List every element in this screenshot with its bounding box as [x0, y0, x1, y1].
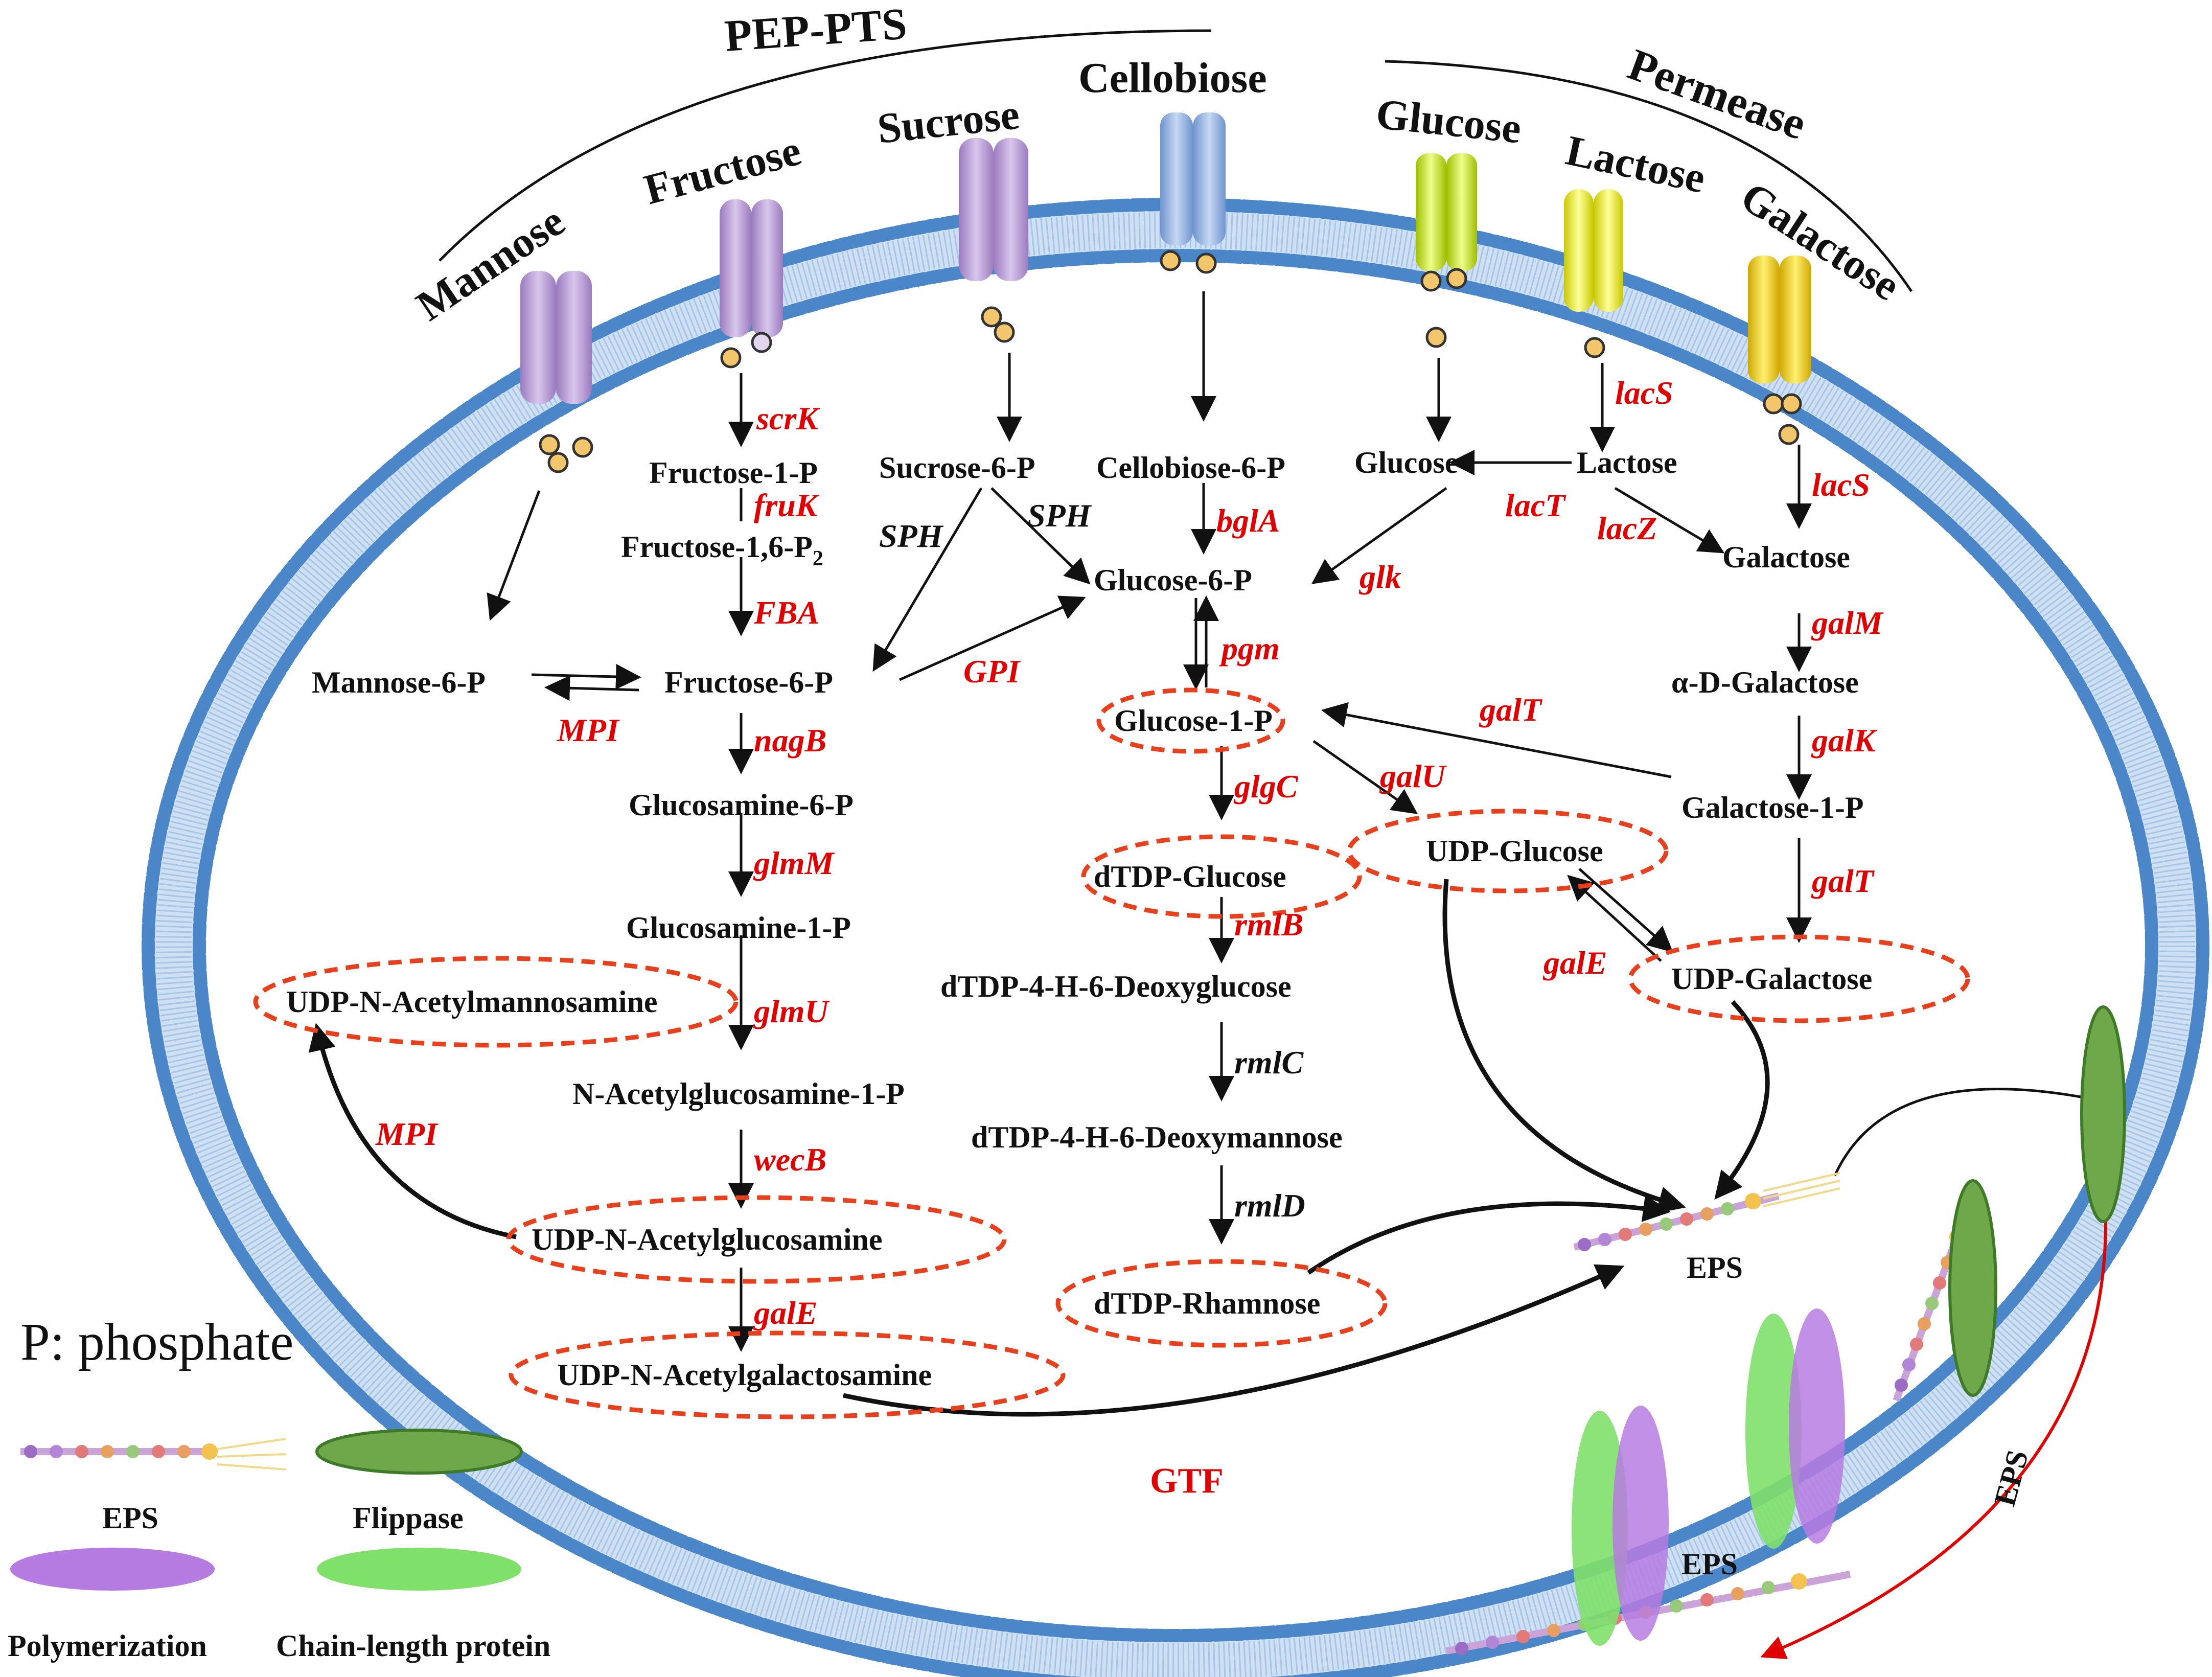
met-glucose: Glucose [1354, 446, 1458, 479]
enzyme-GPI: GPI [963, 653, 1021, 690]
permease-bracket [1385, 60, 1913, 292]
cellobiose-transporter [1160, 112, 1226, 245]
enzyme-galT-right: galT [1811, 863, 1875, 899]
enzyme-galK: galK [1811, 722, 1878, 759]
met-cellobiose-6-p: Cellobiose-6-P [1096, 451, 1285, 485]
sugar-cellobiose: Cellobiose [1078, 54, 1267, 102]
legend-polymerization: Polymerization [8, 1629, 207, 1663]
met-mannose-6-p: Mannose-6-P [312, 665, 486, 699]
enzyme-galU: galU [1379, 758, 1447, 794]
enzyme-galM: galM [1811, 605, 1884, 641]
met-dtdp-4h6-deoxyglucose: dTDP-4-H-6-Deoxyglucose [940, 970, 1292, 1003]
enzyme-lacS-top: lacS [1615, 375, 1673, 411]
met-dtdp-rhamnose: dTDP-Rhamnose [1094, 1287, 1320, 1320]
enzyme-galT-top: galT [1479, 692, 1543, 728]
eps-membrane-label: EPS [1681, 1547, 1738, 1581]
enzyme-wecB: wecB [754, 1141, 826, 1178]
fructose-transporter [720, 199, 783, 337]
met-udp-n-acetylglucosamine: UDP-N-Acetylglucosamine [532, 1223, 883, 1256]
met-udp-n-acetylgalactosamine: UDP-N-Acetylgalactosamine [557, 1358, 932, 1392]
highlight-ovals [253, 687, 1970, 1419]
met-alpha-d-galactose: α-D-Galactose [1671, 665, 1859, 699]
met-galactose: Galactose [1722, 540, 1850, 574]
enzyme-nagB: nagB [754, 722, 826, 759]
sugar-fructose: Fructose [639, 127, 806, 214]
met-dtdp-glucose: dTDP-Glucose [1094, 860, 1286, 893]
met-udp-glucose: UDP-Glucose [1426, 834, 1603, 868]
legend-eps-swatch [20, 1438, 287, 1471]
permease-label: Permease [1622, 40, 1812, 150]
met-eps: EPS [1687, 1251, 1743, 1284]
eps-assembly-arrows [308, 879, 2118, 1659]
met-glucosamine-1-p: Glucosamine-1-P [626, 911, 851, 945]
legend-eps: EPS [102, 1501, 158, 1535]
enzyme-bglA: bglA [1216, 502, 1280, 539]
enzyme-glgC: glgC [1233, 768, 1299, 805]
eps-exported-label: EPS [1988, 1446, 2035, 1509]
met-galactose-1-p: Galactose-1-P [1681, 791, 1864, 824]
enzyme-glmU: glmU [753, 993, 830, 1029]
met-lactose: Lactose [1577, 446, 1677, 479]
enzyme-rmlD: rmlD [1234, 1187, 1305, 1224]
legend-chain-length-swatch [317, 1548, 521, 1591]
met-sucrose-6-p: Sucrose-6-P [879, 451, 1035, 485]
enzymes: scrK fruK SPH SPH FBA bglA lacS lacT lac… [375, 375, 1884, 1501]
enzyme-pgm: pgm [1219, 630, 1280, 667]
legend-flippase: Flippase [353, 1501, 464, 1535]
galactose-permease [1748, 256, 1811, 383]
met-fructose-1-p: Fructose-1-P [649, 456, 818, 490]
enzyme-glmM: glmM [753, 845, 835, 881]
legend-phosphate: P: phosphate [20, 1313, 293, 1371]
sucrose-transporter [959, 138, 1028, 281]
met-udp-galactose: UDP-Galactose [1671, 962, 1872, 996]
metabolites: Fructose-1-P Fructose-1,6-P2 Sucrose-6-P… [286, 446, 1872, 1392]
enzyme-scrK: scrK [756, 400, 820, 437]
met-udp-n-acetylmannosamine: UDP-N-Acetylmannosamine [286, 985, 658, 1019]
met-glucose-1-p: Glucose-1-P [1114, 704, 1273, 738]
enzyme-SPH-right: SPH [1027, 497, 1092, 534]
sugar-particles [539, 250, 1802, 473]
glucose-permease [1416, 153, 1477, 271]
lactose-permease [1564, 189, 1623, 312]
enzyme-MPI-top: MPI [557, 712, 620, 748]
legend-flippase-swatch [315, 1429, 523, 1475]
legend-polymerization-swatch [10, 1548, 215, 1591]
met-n-acetylglucosamine-1-p: N-Acetylglucosamine-1-P [572, 1077, 905, 1111]
polymerization-complex-right [1745, 1308, 1845, 1549]
met-fructose-6-p: Fructose-6-P [664, 665, 833, 699]
enzyme-fruK: fruK [754, 487, 820, 523]
enzyme-FBA: FBA [753, 594, 819, 631]
met-glucose-6-p: Glucose-6-P [1094, 563, 1252, 597]
met-dtdp-4h6-deoxymannose: dTDP-4-H-6-Deoxymannose [971, 1120, 1343, 1154]
met-glucosamine-6-p: Glucosamine-6-P [629, 788, 854, 822]
enzyme-rmlC: rmlC [1234, 1044, 1304, 1081]
legend: P: phosphate EPS Flippase Polymerization… [8, 1313, 550, 1663]
enzyme-lacS-right: lacS [1812, 467, 1870, 503]
enzyme-GTF: GTF [1150, 1461, 1224, 1501]
eps-chain-center [1573, 1172, 1840, 1251]
met-fructose-16-p2: Fructose-1,6-P2 [621, 530, 823, 570]
legend-chain-length: Chain-length protein [276, 1629, 550, 1663]
polymerization-complex-left [1572, 1406, 1669, 1646]
enzyme-galE-bottom: galE [753, 1295, 817, 1331]
enzyme-glk: glk [1358, 559, 1401, 595]
flippase-protein-inner [1948, 1179, 1997, 1397]
enzyme-lacT: lacT [1505, 487, 1566, 523]
sugar-glucose: Glucose [1374, 90, 1524, 152]
enzyme-rmlB: rmlB [1234, 906, 1303, 943]
enzyme-galE-right: galE [1542, 945, 1607, 981]
enzyme-SPH-left: SPH [879, 518, 944, 554]
flippase-protein-outer [2080, 1005, 2126, 1223]
enzyme-MPI-left: MPI [375, 1116, 439, 1152]
pep-pts-bracket [439, 29, 1212, 262]
pep-pts-label: PEP-PTS [723, 0, 909, 61]
mannose-transporter [520, 271, 592, 404]
reaction-arrows [487, 291, 1812, 1352]
enzyme-lacZ: lacZ [1597, 510, 1657, 546]
